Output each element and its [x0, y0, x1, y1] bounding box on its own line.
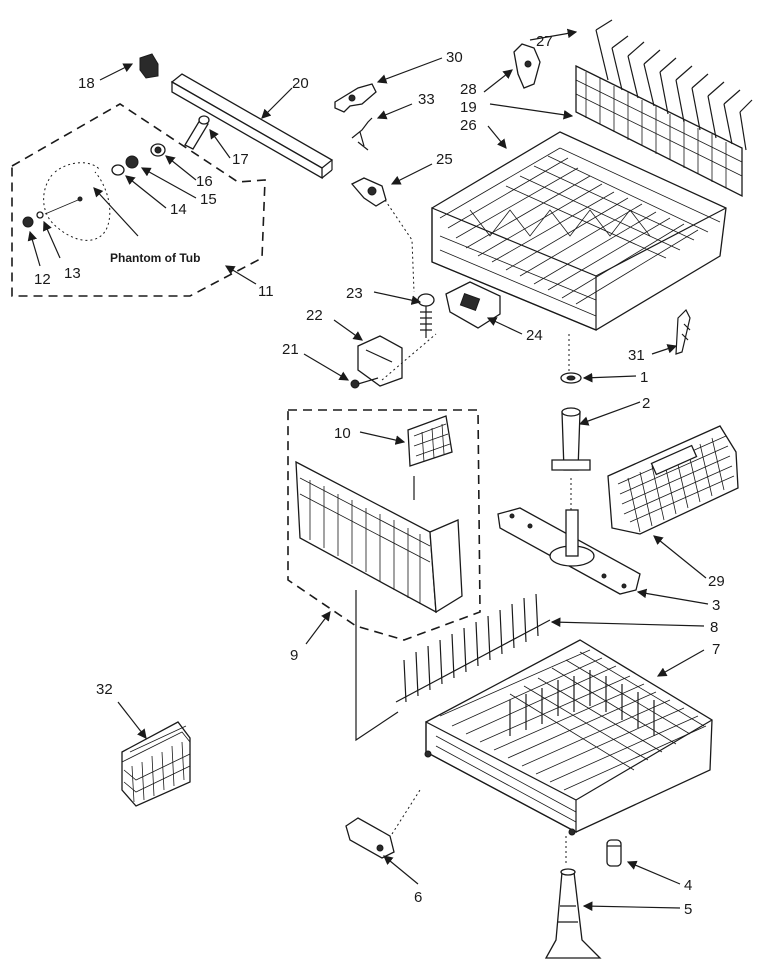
part-23	[417, 293, 435, 307]
callout-14: 14	[170, 201, 187, 218]
tine-row-8	[395, 593, 551, 703]
callout-33: 33	[418, 91, 435, 108]
callout-21: 21	[282, 341, 299, 358]
callout-28: 28	[460, 81, 477, 98]
end-cap-18	[139, 53, 159, 79]
callout-30: 30	[446, 49, 463, 66]
callout-12: 12	[34, 271, 51, 288]
washer-14	[111, 164, 125, 176]
callout-3: 3	[712, 597, 720, 614]
callout-15: 15	[200, 191, 217, 208]
basket-32	[121, 721, 191, 807]
basket-9-group	[287, 409, 481, 742]
callout-26: 26	[460, 117, 477, 134]
callout-20: 20	[292, 75, 309, 92]
callout-8: 8	[710, 619, 718, 636]
callout-5: 5	[684, 901, 692, 918]
clip-31	[675, 308, 691, 355]
callout-24: 24	[526, 327, 543, 344]
callout-11: 11	[258, 283, 274, 300]
tines-27	[595, 19, 753, 151]
callout-17: 17	[232, 151, 249, 168]
callout-6: 6	[414, 889, 422, 906]
callout-31: 31	[628, 347, 645, 364]
callout-13: 13	[64, 265, 81, 282]
callout-2: 2	[642, 395, 650, 412]
callout-16: 16	[196, 173, 213, 190]
callout-18: 18	[78, 75, 95, 92]
plug-4	[606, 839, 622, 867]
callout-27: 27	[536, 33, 553, 50]
callout-10: 10	[334, 425, 351, 442]
callout-7: 7	[712, 641, 720, 658]
part-22	[357, 335, 403, 387]
callout-labels: 18 20 30 33 17 16 15 14 12 13 Phantom of…	[34, 33, 725, 918]
arm-hub	[565, 509, 579, 557]
upper-rack	[431, 131, 727, 331]
basket-29	[607, 425, 739, 535]
callout-4: 4	[684, 877, 692, 894]
wheel-hardware	[22, 115, 210, 228]
callout-32: 32	[96, 681, 113, 698]
cup-shelf	[513, 19, 753, 198]
leader-lines	[27, 28, 709, 911]
wheel-15	[125, 155, 139, 169]
callout-29: 29	[708, 573, 725, 590]
spring-33	[351, 117, 373, 151]
spray-assembly	[497, 334, 641, 595]
callout-23: 23	[346, 285, 363, 302]
insert-10	[407, 415, 453, 467]
rack-stop-parts	[350, 281, 501, 389]
callout-1: 1	[640, 369, 648, 386]
callout-9: 9	[290, 647, 298, 664]
tube-5	[544, 871, 602, 959]
callout-19: 19	[460, 99, 477, 116]
callout-22: 22	[306, 307, 323, 324]
screw-21	[350, 379, 360, 389]
washer-13	[36, 211, 44, 219]
caption-phantom-of-tub: Phantom of Tub	[110, 251, 200, 265]
callout-25: 25	[436, 151, 453, 168]
nut-12	[22, 216, 34, 228]
stud-17	[184, 119, 209, 150]
rack-rail	[139, 53, 334, 180]
shelf-19	[575, 64, 743, 198]
part-6	[345, 817, 395, 859]
tub-phantom-group	[11, 103, 266, 297]
lower-parts	[345, 789, 622, 959]
lower-rack-7	[424, 639, 713, 836]
adjuster-parts	[334, 83, 415, 293]
